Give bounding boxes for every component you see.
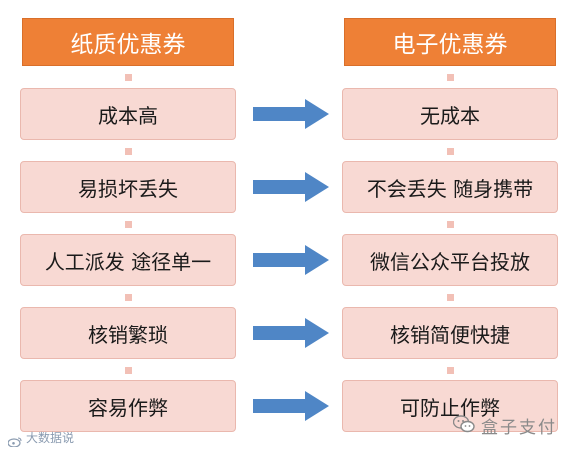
brand-name: 盒子支付 bbox=[481, 418, 557, 438]
connector bbox=[447, 74, 454, 81]
connector bbox=[447, 148, 454, 155]
arrow-right-icon bbox=[253, 391, 329, 421]
paper-item-5: 容易作弊 bbox=[20, 380, 236, 432]
arrow-right-icon bbox=[253, 99, 329, 129]
arrow-right-icon bbox=[253, 318, 329, 348]
electronic-item-2: 不会丢失 随身携带 bbox=[342, 161, 558, 213]
connector bbox=[447, 367, 454, 374]
connector bbox=[125, 294, 132, 301]
paper-coupon-header: 纸质优惠券 bbox=[22, 18, 234, 66]
electronic-coupon-header: 电子优惠券 bbox=[344, 18, 556, 66]
connector bbox=[125, 148, 132, 155]
connector bbox=[125, 367, 132, 374]
paper-item-2: 易损坏丢失 bbox=[20, 161, 236, 213]
arrow-right-icon bbox=[253, 245, 329, 275]
connector bbox=[125, 221, 132, 228]
watermark-text: 大数据说 bbox=[26, 431, 75, 445]
connector bbox=[125, 74, 132, 81]
electronic-item-4: 核销简便快捷 bbox=[342, 307, 558, 359]
connector bbox=[447, 294, 454, 301]
brand-watermark: 盒子支付 bbox=[452, 413, 557, 438]
paper-item-4: 核销繁琐 bbox=[20, 307, 236, 359]
arrow-right-icon bbox=[253, 172, 329, 202]
electronic-item-5: 可防止作弊 bbox=[342, 380, 558, 432]
electronic-item-1: 无成本 bbox=[342, 88, 558, 140]
electronic-item-3: 微信公众平台投放 bbox=[342, 234, 558, 286]
paper-item-1: 成本高 bbox=[20, 88, 236, 140]
wechat-logo-icon bbox=[452, 414, 475, 437]
connector bbox=[447, 221, 454, 228]
paper-item-3: 人工派发 途径单一 bbox=[20, 234, 236, 286]
weibo-logo-icon bbox=[7, 432, 22, 448]
